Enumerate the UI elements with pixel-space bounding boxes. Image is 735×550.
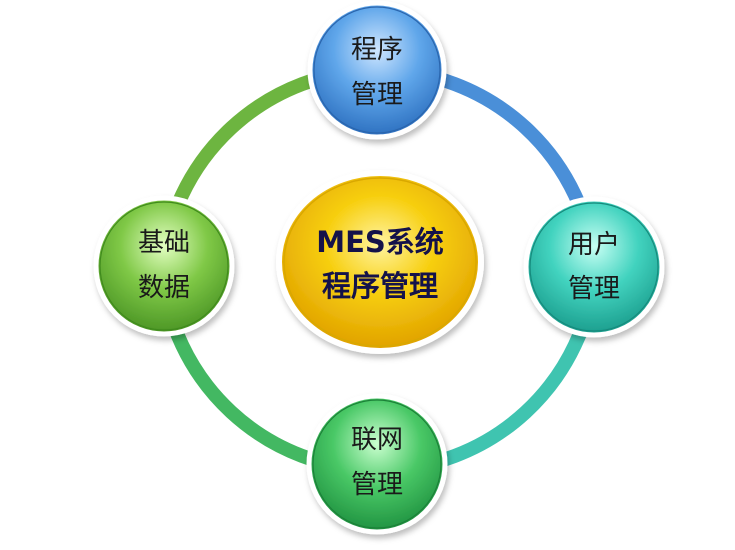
node-bottom-line2: 管理 bbox=[351, 470, 403, 500]
node-right bbox=[523, 196, 665, 338]
center-title-line2: 程序管理 bbox=[322, 269, 438, 303]
node-left-line2: 数据 bbox=[138, 273, 190, 303]
node-bottom-line1: 联网 bbox=[351, 425, 403, 455]
node-top-line1: 程序 bbox=[351, 35, 403, 65]
center-title-line1: MES系统 bbox=[316, 225, 444, 259]
node-bottom bbox=[306, 393, 448, 535]
node-top bbox=[307, 0, 447, 140]
node-right-line1: 用户 bbox=[568, 230, 620, 260]
center-node bbox=[276, 170, 484, 354]
node-top-line2: 管理 bbox=[351, 80, 403, 110]
node-left-line1: 基础 bbox=[138, 228, 190, 258]
node-left bbox=[93, 195, 235, 337]
node-right-line2: 管理 bbox=[568, 274, 620, 304]
